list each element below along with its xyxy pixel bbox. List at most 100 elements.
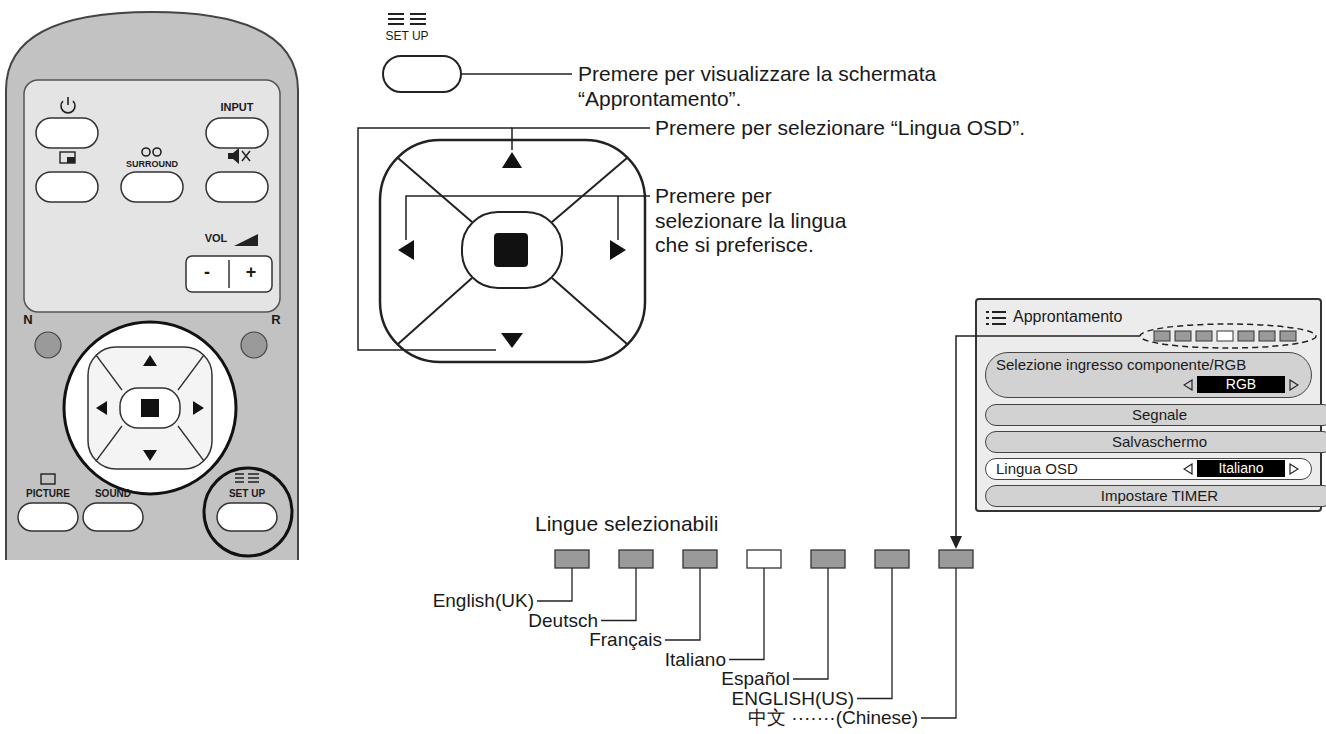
leader-line bbox=[617, 196, 619, 240]
menu-panel: ApprontamentoSelezione ingresso componen… bbox=[975, 298, 1322, 512]
language-name: English(UK) bbox=[433, 590, 534, 612]
remote-control bbox=[96, 355, 204, 461]
setup-button-icon bbox=[383, 14, 572, 92]
language-square bbox=[939, 550, 973, 568]
menu-item: Salvaschermo bbox=[986, 432, 1326, 451]
language-name: 中文 ·······(Chinese) bbox=[748, 707, 918, 729]
language-indicator bbox=[950, 536, 962, 549]
leader-line bbox=[601, 568, 636, 621]
remote-control bbox=[64, 322, 236, 494]
menu-icon bbox=[985, 309, 1007, 327]
remote-control bbox=[204, 468, 292, 556]
language-name: Italiano bbox=[665, 649, 726, 671]
menu-item: Impostare TIMER bbox=[986, 486, 1326, 505]
direction-pad bbox=[502, 152, 522, 168]
language-square bbox=[811, 550, 845, 568]
remote-control bbox=[96, 401, 107, 415]
direction-pad bbox=[398, 158, 627, 344]
remote-control bbox=[234, 234, 258, 246]
language-squares bbox=[537, 550, 973, 718]
arrow-right-icon bbox=[1290, 380, 1298, 390]
language-square bbox=[555, 550, 589, 568]
language-name: Deutsch bbox=[528, 610, 598, 632]
language-square bbox=[683, 550, 717, 568]
direction-pad bbox=[380, 140, 645, 362]
menu-value: RGB bbox=[1197, 376, 1285, 393]
mini-square bbox=[1154, 331, 1170, 341]
setup-button-icon bbox=[461, 73, 572, 75]
language-indicator bbox=[950, 324, 1316, 549]
language-square bbox=[619, 550, 653, 568]
mini-square bbox=[1238, 331, 1254, 341]
direction-pad bbox=[610, 240, 626, 260]
language-indicator bbox=[956, 336, 1140, 538]
setup-button-icon bbox=[383, 56, 461, 92]
remote-control bbox=[153, 148, 161, 156]
remote-control bbox=[206, 172, 268, 202]
menu-row: Impostare TIMER bbox=[985, 485, 1326, 507]
button-label: SOUND bbox=[95, 488, 131, 499]
remote-control bbox=[242, 151, 250, 161]
menu-row: Selezione ingresso componente/RGB RGB bbox=[985, 352, 1312, 398]
remote-control bbox=[206, 118, 268, 148]
menu-item: Selezione ingresso componente/RGB bbox=[996, 356, 1246, 374]
leader-line bbox=[358, 128, 512, 350]
button-label: PICTURE bbox=[26, 488, 70, 499]
remote-control bbox=[67, 97, 69, 105]
mini-square bbox=[1196, 331, 1212, 341]
mini-square bbox=[1280, 331, 1296, 341]
button-label: - bbox=[204, 262, 210, 283]
button-label: SURROUND bbox=[126, 160, 178, 170]
remote-control bbox=[228, 148, 239, 164]
leader-line bbox=[406, 196, 650, 240]
remote-control bbox=[36, 172, 98, 202]
menu-item: Segnale bbox=[986, 405, 1326, 424]
remote-control bbox=[217, 503, 277, 531]
remote-control bbox=[120, 388, 180, 428]
button-label: N bbox=[23, 313, 32, 327]
button-label: + bbox=[246, 262, 257, 283]
leader-line bbox=[665, 568, 700, 640]
leader-line bbox=[537, 568, 572, 601]
button-label: VOL bbox=[205, 232, 228, 244]
remote-control bbox=[235, 474, 259, 482]
leader-line bbox=[921, 568, 956, 718]
language-name: Français bbox=[589, 629, 662, 651]
language-indicator bbox=[1140, 324, 1316, 348]
arrow-left-icon bbox=[1183, 379, 1193, 391]
arrow-left-icon bbox=[1184, 464, 1192, 474]
callout-text: Premere per selezionare la lingua che si… bbox=[655, 184, 870, 258]
remote-control bbox=[6, 12, 298, 560]
language-name: ENGLISH(US) bbox=[732, 688, 854, 710]
remote-control bbox=[36, 118, 98, 148]
leader-line bbox=[512, 128, 650, 150]
remote-control bbox=[141, 399, 159, 417]
remote-control bbox=[18, 503, 78, 531]
button-label: INPUT bbox=[221, 101, 254, 113]
remote-control bbox=[228, 260, 230, 288]
remote-control bbox=[41, 474, 55, 484]
arrow-right-icon bbox=[1289, 379, 1299, 391]
remote-control bbox=[186, 256, 272, 292]
remote-control bbox=[121, 172, 183, 202]
remote-control bbox=[60, 152, 75, 163]
language-name: Español bbox=[721, 668, 790, 690]
remote-control bbox=[88, 347, 212, 469]
language-square bbox=[875, 550, 909, 568]
remote-control bbox=[143, 450, 157, 461]
leader-line bbox=[857, 568, 892, 699]
arrow-right-icon bbox=[1290, 464, 1298, 474]
arrow-left-icon bbox=[1183, 463, 1193, 475]
menu-row: Salvaschermo bbox=[985, 431, 1326, 453]
arrow-left-icon bbox=[1184, 380, 1192, 390]
remote-control bbox=[67, 157, 75, 163]
remote-control bbox=[142, 148, 150, 156]
mini-square bbox=[1259, 331, 1275, 341]
mini-square bbox=[1217, 331, 1233, 341]
language-square bbox=[747, 550, 781, 568]
menu-icon bbox=[986, 312, 1006, 324]
callout-text: Premere per selezionare “Lingua OSD”. bbox=[655, 116, 1025, 141]
button-label: SET UP bbox=[229, 488, 265, 499]
direction-pad bbox=[462, 212, 562, 288]
